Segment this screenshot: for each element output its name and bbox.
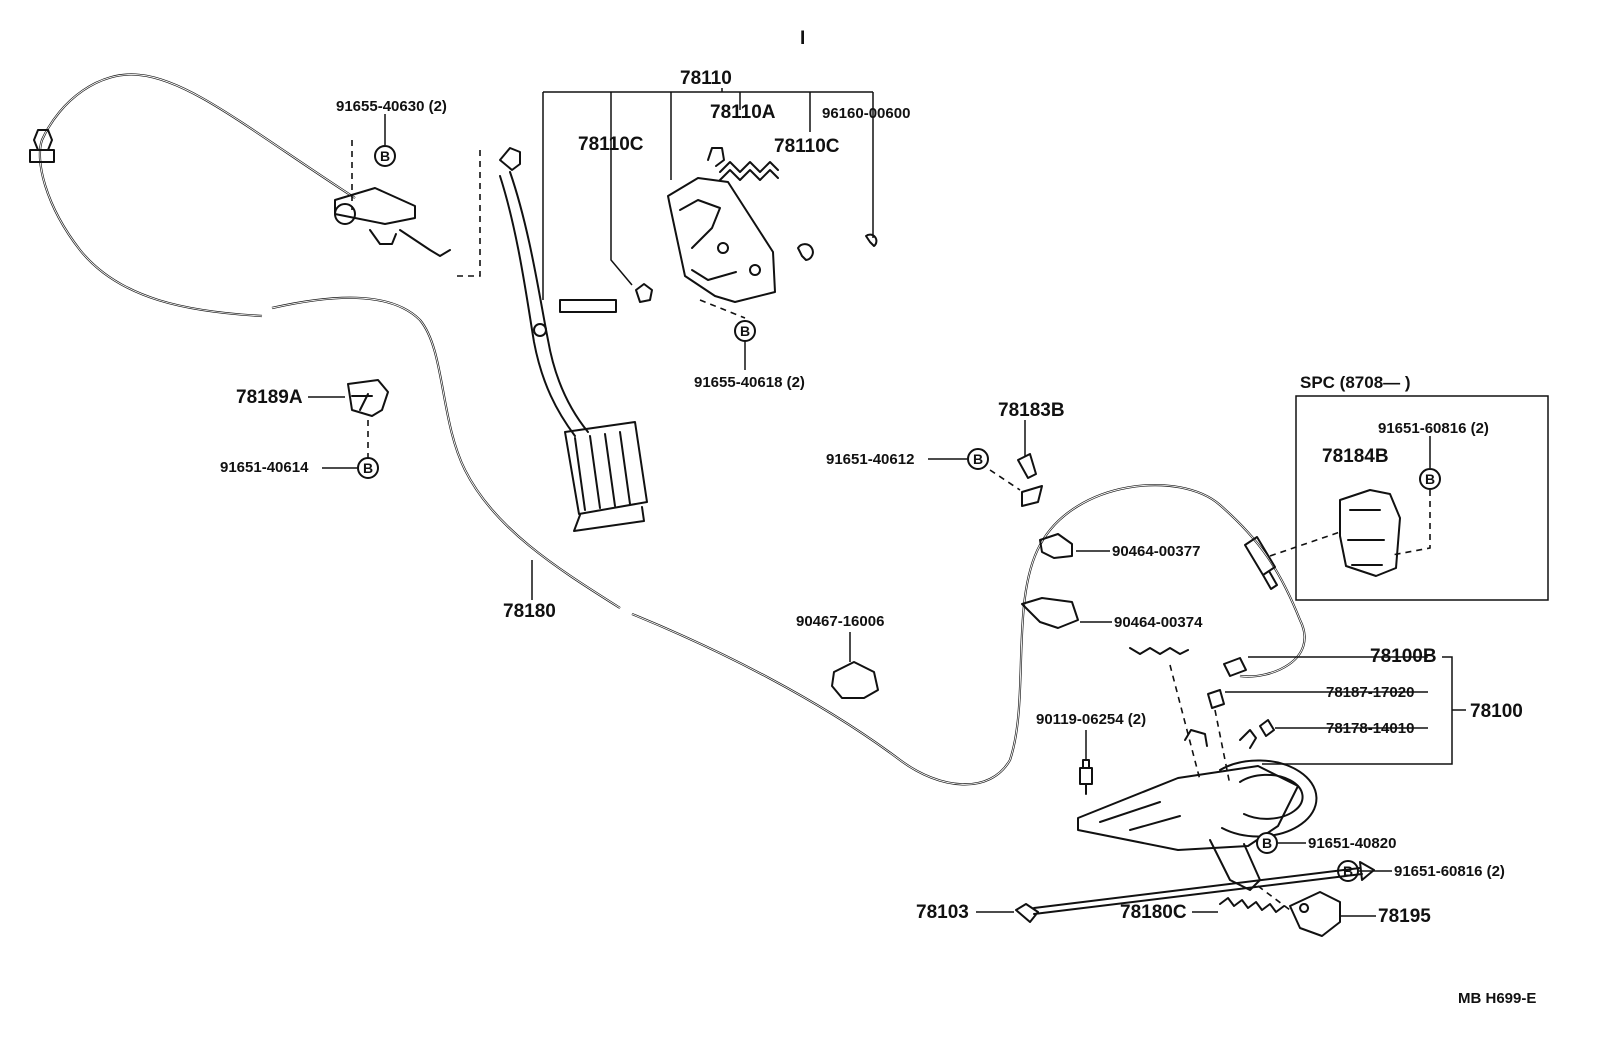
cable-clamp-78189a — [347, 379, 389, 417]
label-78183b: 78183B — [998, 400, 1065, 421]
label-90464-00377: 90464-00377 — [1112, 543, 1200, 560]
clip-96160 — [865, 233, 878, 247]
clip-78110c-left — [635, 283, 653, 303]
label-91655-40630: 91655-40630 (2) — [336, 98, 447, 115]
spring-78180c — [1219, 897, 1285, 913]
clip-78183b — [1017, 453, 1043, 507]
b-marker-spc: B — [1419, 468, 1441, 490]
svg-text:B: B — [973, 451, 983, 467]
label-96160-00600: 96160-00600 — [822, 105, 910, 122]
pedal-group-leader — [542, 88, 874, 300]
label-78184b: 78184B — [1322, 446, 1389, 467]
bracket-78195 — [1289, 891, 1341, 937]
svg-text:B: B — [380, 148, 390, 164]
accelerator-cable — [29, 73, 1306, 786]
label-78110c-left: 78110C — [578, 134, 644, 155]
label-78110c-right: 78110C — [774, 136, 840, 157]
label-spc: SPC (8708— ) — [1300, 373, 1411, 392]
label-91651-40612: 91651-40612 — [826, 451, 914, 468]
rod-78103 — [1015, 861, 1375, 923]
b-marker-40820: B — [1256, 832, 1278, 854]
svg-text:B: B — [1425, 471, 1435, 487]
b-marker-clamp: B — [374, 145, 396, 167]
label-90467-16006: 90467-16006 — [796, 613, 884, 630]
svg-text:B: B — [1262, 835, 1272, 851]
throttle-link-assembly — [1077, 647, 1318, 891]
label-90119-06254: 90119-06254 (2) — [1036, 711, 1146, 728]
grommet-90467 — [831, 661, 879, 699]
clip-78110c-right — [797, 243, 814, 261]
label-78100: 78100 — [1470, 701, 1523, 722]
header-mark: I — [800, 28, 805, 49]
svg-text:B: B — [1343, 863, 1353, 879]
clip-90464-00377 — [1039, 533, 1073, 559]
b-marker-bracket: B — [734, 320, 756, 342]
label-91651-60816: 91651-60816 (2) — [1394, 863, 1505, 880]
label-91655-40618: 91655-40618 (2) — [694, 374, 805, 391]
cable-clamp-upper — [334, 187, 451, 257]
svg-text:B: B — [740, 323, 750, 339]
label-78110a: 78110A — [710, 102, 776, 123]
label-78100b: 78100B — [1370, 646, 1437, 667]
label-78178-14010: 78178-14010 — [1326, 720, 1414, 737]
bolt-90119 — [1079, 759, 1093, 795]
b-marker-78183b: B — [967, 448, 989, 470]
spc-box — [1269, 395, 1549, 601]
label-90464-00374: 90464-00374 — [1114, 614, 1203, 631]
label-78180c: 78180C — [1120, 902, 1187, 923]
b-marker-78189a: B — [357, 457, 379, 479]
footer-code: MB H699-E — [1458, 990, 1536, 1007]
label-78110: 78110 — [680, 68, 732, 89]
label-78195: 78195 — [1378, 906, 1431, 927]
label-78189a: 78189A — [236, 387, 303, 408]
label-91651-40614: 91651-40614 — [220, 459, 309, 476]
clip-90464-00374 — [1021, 597, 1079, 629]
pedal-bracket — [667, 147, 779, 303]
label-91651-60816-box: 91651-60816 (2) — [1378, 420, 1489, 437]
accelerator-pedal-assembly — [499, 147, 648, 532]
label-78187-17020: 78187-17020 — [1326, 684, 1414, 701]
label-78103: 78103 — [916, 902, 969, 923]
label-91651-40820: 91651-40820 — [1308, 835, 1396, 852]
svg-text:B: B — [363, 460, 373, 476]
label-78180: 78180 — [503, 601, 556, 622]
